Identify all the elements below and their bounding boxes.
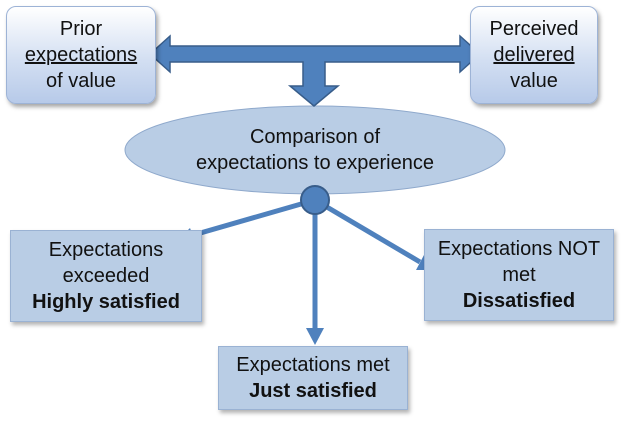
prior-line3: of value	[45, 70, 117, 92]
not-met-line2: met	[502, 264, 536, 286]
perceived-line2: delivered	[493, 44, 575, 66]
comparison-label: Comparison of expectations to experience	[140, 124, 490, 176]
prior-line2: expectations	[24, 44, 138, 66]
perceived-line3: value	[510, 70, 558, 92]
perceived-line1: Perceived	[489, 18, 579, 40]
met-line1: Expectations met	[236, 354, 390, 376]
not-met-line1: Expectations NOT	[437, 238, 601, 260]
hub-circle	[300, 185, 330, 215]
met-outcome: Just satisfied	[249, 380, 377, 402]
prior-expectations-box: Prior expectations of value	[6, 6, 156, 104]
expectations-exceeded-box: Expectations exceeded Highly satisfied	[10, 230, 202, 322]
exceeded-line2: exceeded	[62, 265, 150, 287]
perceived-value-box: Perceived delivered value	[470, 6, 598, 104]
comparison-line2: expectations to experience	[196, 152, 434, 174]
connector-to-exceeded	[189, 197, 316, 239]
expectations-met-box: Expectations met Just satisfied	[218, 346, 408, 410]
arrowhead-met	[306, 328, 324, 345]
prior-line1: Prior	[59, 18, 103, 40]
expectations-not-met-box: Expectations NOT met Dissatisfied	[424, 229, 614, 321]
not-met-outcome: Dissatisfied	[462, 290, 576, 312]
double-arrow-with-down-arrow	[148, 34, 482, 107]
exceeded-outcome: Highly satisfied	[32, 291, 180, 313]
comparison-line1: Comparison of	[249, 126, 381, 148]
exceeded-line1: Expectations	[48, 239, 164, 261]
connector-to-not-met	[313, 197, 422, 265]
